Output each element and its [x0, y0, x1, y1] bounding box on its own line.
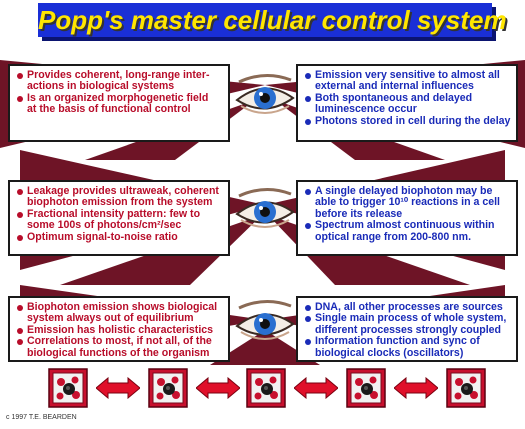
- title-banner: Popp's master cellular control system: [38, 3, 507, 37]
- cell-icon: [246, 368, 286, 408]
- cell-icon: [148, 368, 188, 408]
- bullet-r3r-1: DNA, all other processes are sources: [304, 301, 510, 313]
- copyright-notice: c 1997 T.E. BEARDEN: [6, 414, 77, 421]
- bullet-r3l-2: Emission has holistic characteristics: [16, 324, 222, 336]
- double-arrow-icon: [294, 377, 338, 399]
- eye-icon: [235, 74, 295, 114]
- box-row1-left: Provides coherent, long-range inter-acti…: [8, 64, 230, 142]
- cell-icon: [346, 368, 386, 408]
- eye-icon: [235, 300, 295, 340]
- ray-bot-down: [210, 330, 320, 365]
- box-row3-right: DNA, all other processes are sources Sin…: [296, 296, 518, 362]
- diagram-title: Popp's master cellular control system: [38, 5, 507, 35]
- double-arrow-icon: [196, 377, 240, 399]
- bullet-r3l-3: Correlations to most, if not all, of the…: [16, 336, 222, 359]
- eye-icon: [235, 188, 295, 228]
- bullet-r1r-3: Photons stored in cell during the delay: [304, 115, 510, 127]
- double-arrow-icon: [394, 377, 438, 399]
- cell-icon: [48, 368, 88, 408]
- cell-icon: [446, 368, 486, 408]
- bullet-r3r-2: Single main process of whole system,diff…: [304, 313, 510, 336]
- bullet-r1l-1: Provides coherent, long-range inter-acti…: [16, 69, 222, 93]
- bullet-r2l-3: Optimum signal-to-noise ratio: [16, 231, 222, 243]
- double-arrow-icon: [96, 377, 140, 399]
